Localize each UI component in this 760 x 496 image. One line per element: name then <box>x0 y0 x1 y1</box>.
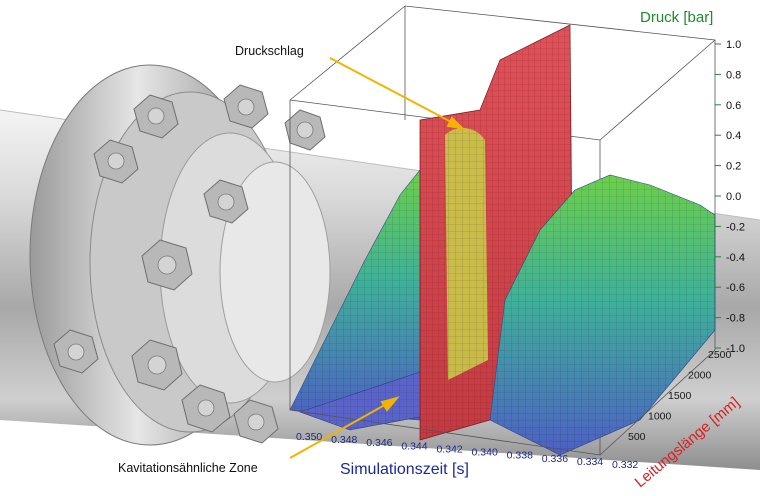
z-tick-label: -0.4 <box>726 252 745 264</box>
x-tick-label: 0.340 <box>472 447 498 459</box>
z-tick-label: 0.6 <box>726 100 741 112</box>
z-tick-label: 0.4 <box>726 130 741 142</box>
surface-right-region <box>489 174 716 456</box>
z-tick-label: 0.2 <box>726 161 741 173</box>
x-axis-ticks: 0.350 0.348 0.346 0.344 0.342 0.340 0.338 0.336… <box>296 431 638 471</box>
z-axis-ticks: 1.0 0.8 0.6 0.4 0.2 0.0 -0.2 -0.4 -0.6 -0.8 -1.0 <box>715 39 745 355</box>
z-tick-label: -0.8 <box>726 313 745 325</box>
z-tick-label: 0.0 <box>726 191 741 203</box>
x-tick-label: 0.346 <box>366 437 392 449</box>
x-tick-label: 0.338 <box>507 450 533 462</box>
z-tick-label: -0.6 <box>726 282 745 294</box>
z-axis-title: Druck [bar] <box>640 9 713 26</box>
y-tick-label: 500 <box>628 431 646 443</box>
z-tick-label: 1.0 <box>726 39 741 51</box>
annotation-kavitation: Kavitationsähnliche Zone <box>118 461 258 475</box>
surface-pressure-spike <box>419 24 573 441</box>
x-tick-label: 0.342 <box>436 443 462 455</box>
x-tick-label: 0.350 <box>296 431 322 443</box>
surface-left-region <box>289 169 431 431</box>
annotation-druckschlag: Druckschlag <box>235 44 304 58</box>
bounding-box-front <box>289 349 716 456</box>
annotation-arrows <box>289 57 465 459</box>
flange-illustration <box>29 64 331 446</box>
x-tick-label: 0.348 <box>331 434 357 446</box>
x-tick-label: 0.332 <box>612 459 638 471</box>
x-tick-label: 0.336 <box>542 453 568 465</box>
y-tick-label: 2000 <box>688 370 712 382</box>
z-tick-label: 0.8 <box>726 69 741 81</box>
y-tick-label: 2500 <box>708 349 732 361</box>
x-axis-title: Simulationszeit [s] <box>340 461 469 478</box>
z-tick-label: -0.2 <box>726 221 745 233</box>
x-tick-label: 0.344 <box>401 440 427 452</box>
x-tick-label: 0.334 <box>577 456 603 468</box>
z-tick-label: -1.0 <box>726 343 745 355</box>
y-tick-label: 1000 <box>648 411 672 423</box>
y-tick-label: 1500 <box>668 390 692 402</box>
